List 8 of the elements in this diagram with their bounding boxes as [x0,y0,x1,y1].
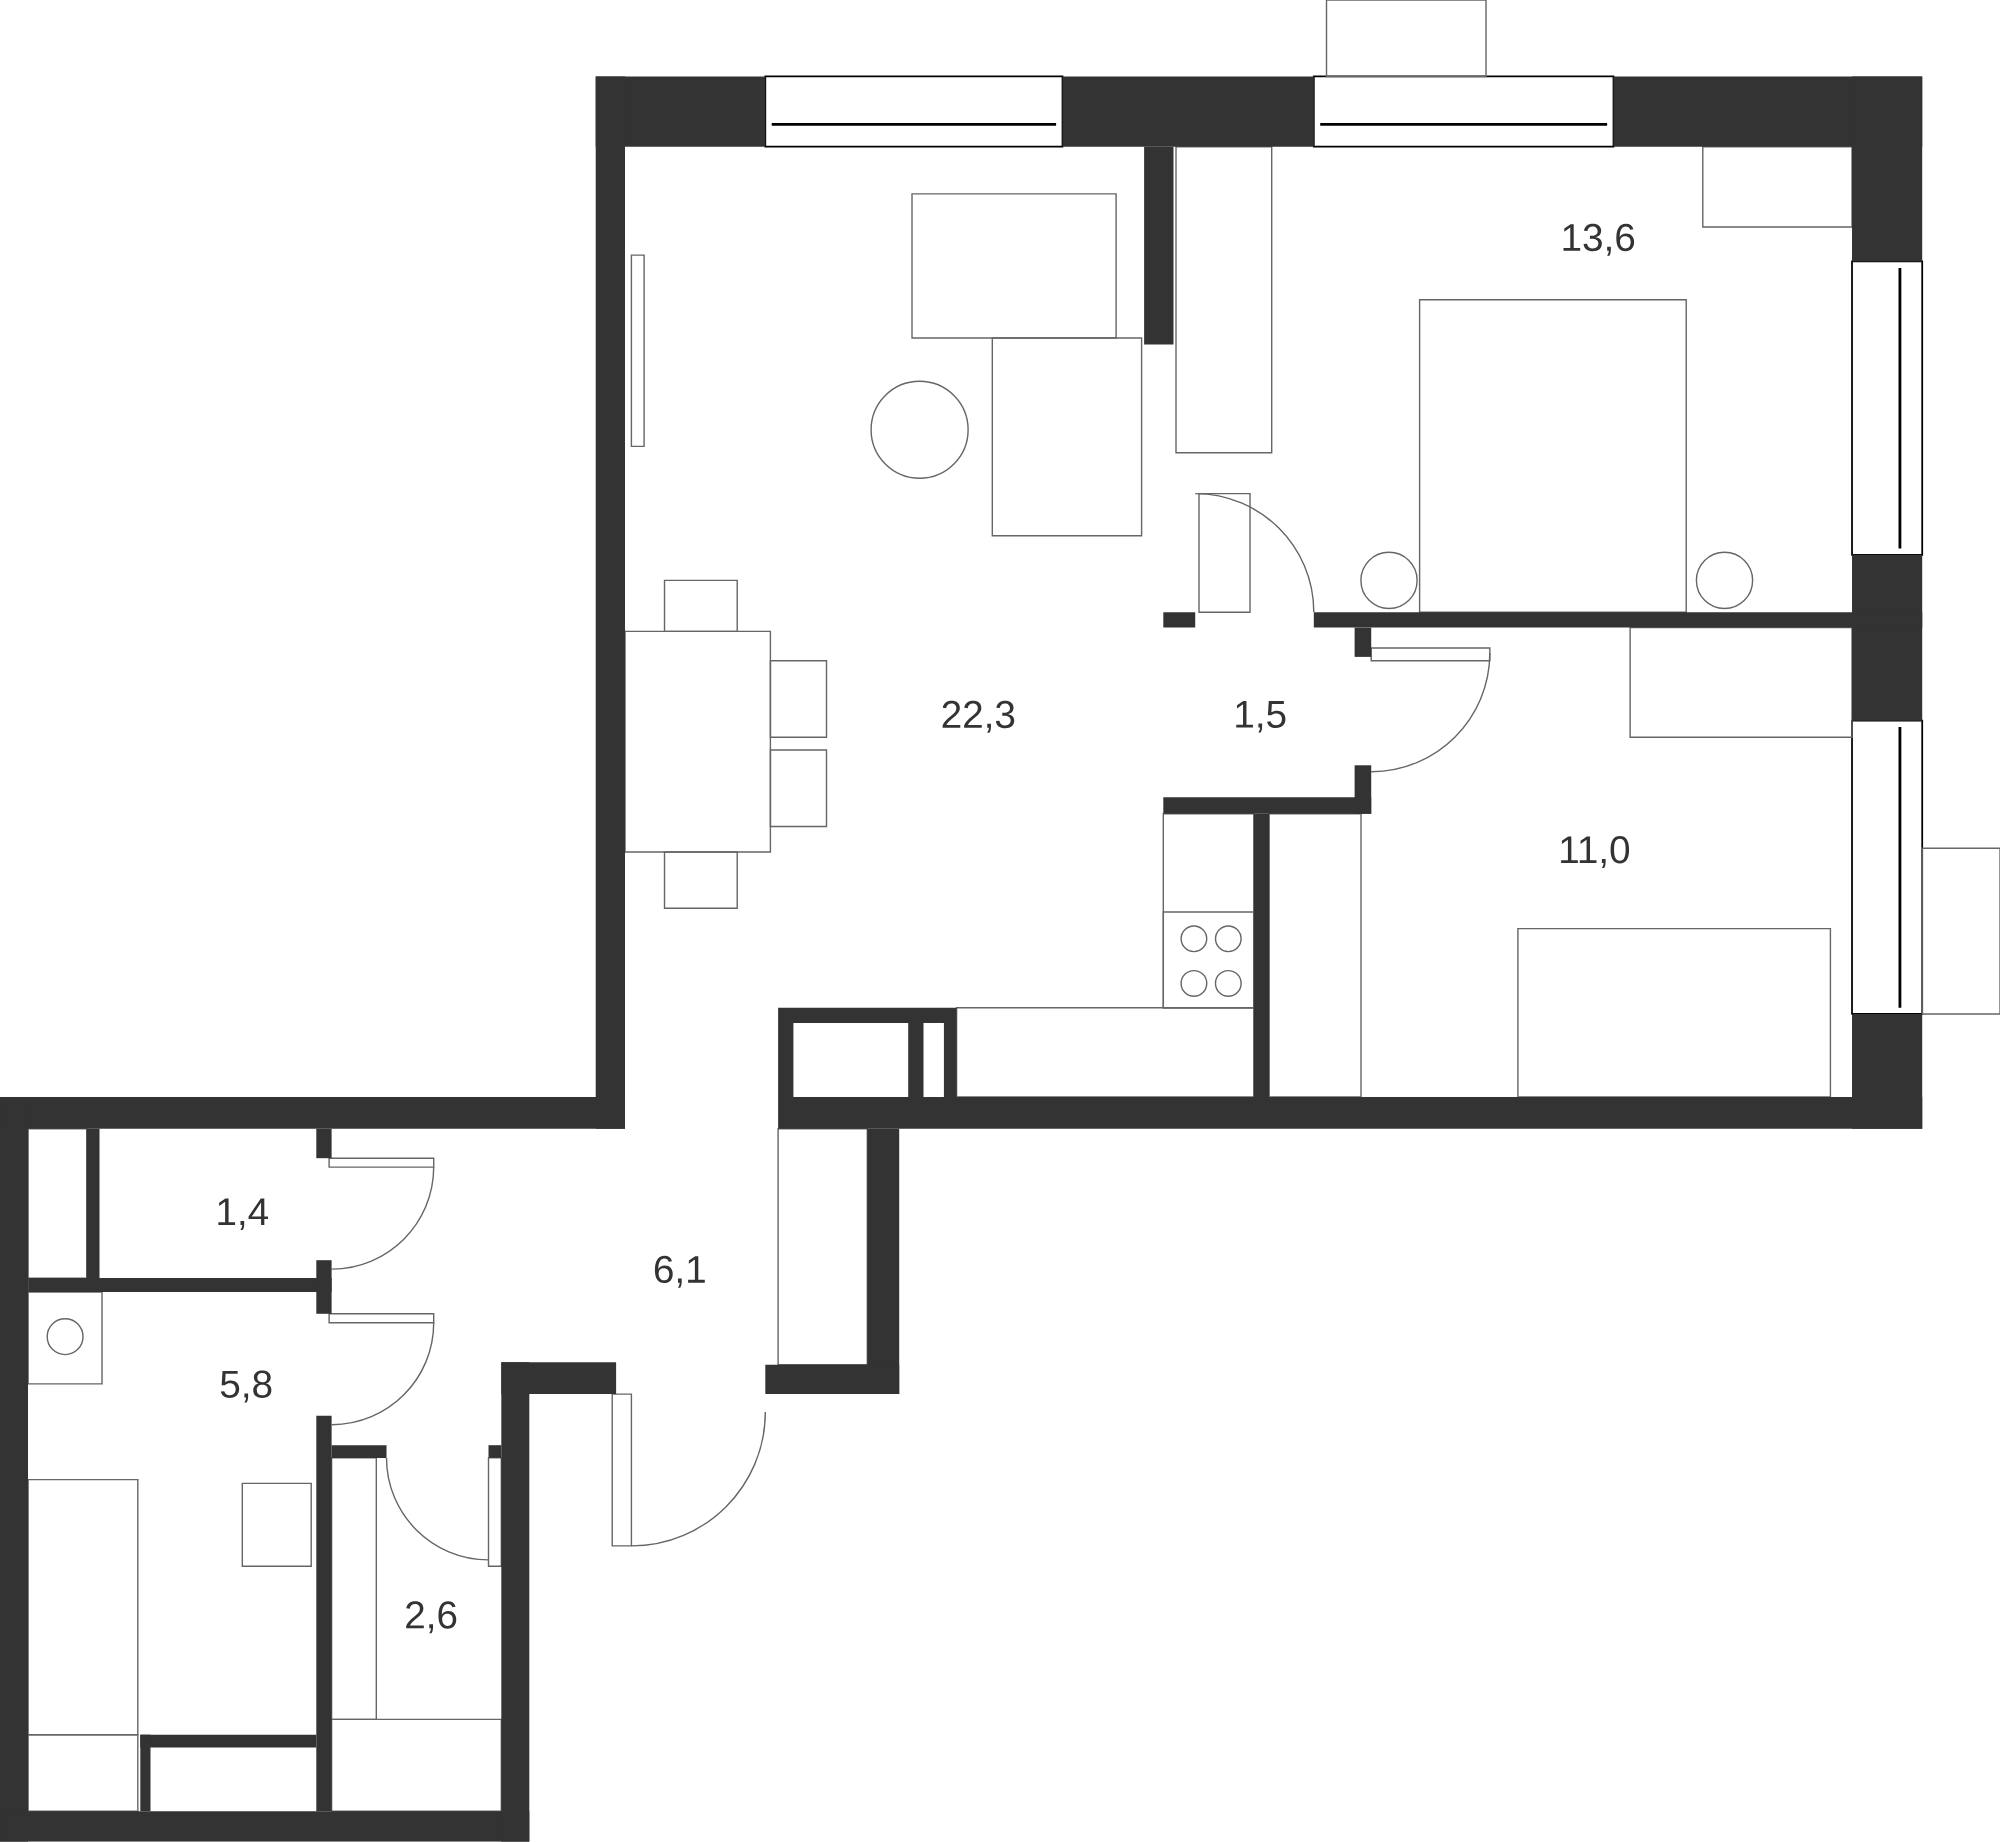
area-label: 22,3 [942,700,1015,733]
area-label: 6,1 [654,1255,705,1288]
area-label: 11,0 [1561,836,1630,869]
area-label: 1,4 [218,1198,268,1231]
area-label: 2,6 [406,1601,457,1634]
area-label: 1,5 [1236,701,1286,733]
area-label: 13,6 [1563,223,1635,256]
area-label: 5,8 [220,1370,272,1403]
